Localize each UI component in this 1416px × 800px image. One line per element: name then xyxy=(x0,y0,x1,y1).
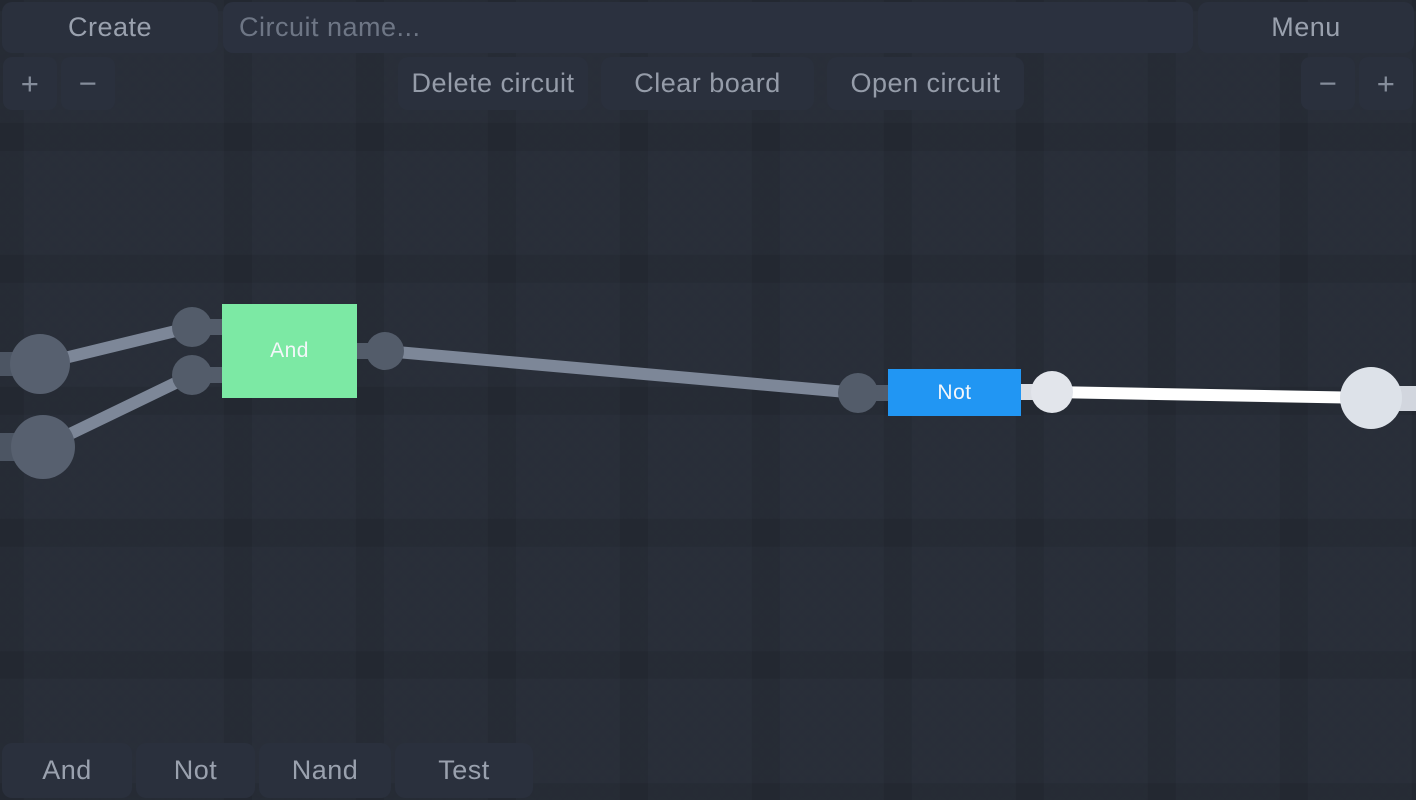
connection-pin[interactable] xyxy=(172,355,212,395)
gate-and[interactable]: And xyxy=(222,304,357,398)
palette-test-button[interactable]: Test xyxy=(395,743,533,798)
gate-not[interactable]: Not xyxy=(888,369,1021,416)
connection-pin[interactable] xyxy=(366,332,404,370)
wire-on xyxy=(1051,386,1372,404)
zoom-in-button-left[interactable]: + xyxy=(3,57,57,110)
delete-circuit-button[interactable]: Delete circuit xyxy=(398,57,588,110)
wire-off xyxy=(384,345,859,399)
zoom-out-button-right[interactable]: − xyxy=(1301,57,1355,110)
zoom-in-button-right[interactable]: + xyxy=(1359,57,1413,110)
gate-label: And xyxy=(270,339,309,362)
connection-pin[interactable] xyxy=(1031,371,1073,413)
input-node[interactable] xyxy=(11,415,75,479)
zoom-controls-left: + − xyxy=(3,57,115,110)
palette-not-button[interactable]: Not xyxy=(136,743,255,798)
zoom-out-button-left[interactable]: − xyxy=(61,57,115,110)
connection-pin[interactable] xyxy=(838,373,878,413)
clear-board-button[interactable]: Clear board xyxy=(601,57,814,110)
menu-button[interactable]: Menu xyxy=(1198,2,1414,53)
top-bar: Create Menu xyxy=(2,2,1414,53)
zoom-controls-right: − + xyxy=(1301,57,1413,110)
palette-and-button[interactable]: And xyxy=(2,743,132,798)
open-circuit-button[interactable]: Open circuit xyxy=(827,57,1024,110)
palette-nand-button[interactable]: Nand xyxy=(259,743,391,798)
connection-pin[interactable] xyxy=(172,307,212,347)
input-node[interactable] xyxy=(10,334,70,394)
output-node[interactable] xyxy=(1340,367,1402,429)
create-button[interactable]: Create xyxy=(2,2,218,53)
circuit-name-input[interactable] xyxy=(223,2,1193,53)
gate-label: Not xyxy=(937,380,972,404)
